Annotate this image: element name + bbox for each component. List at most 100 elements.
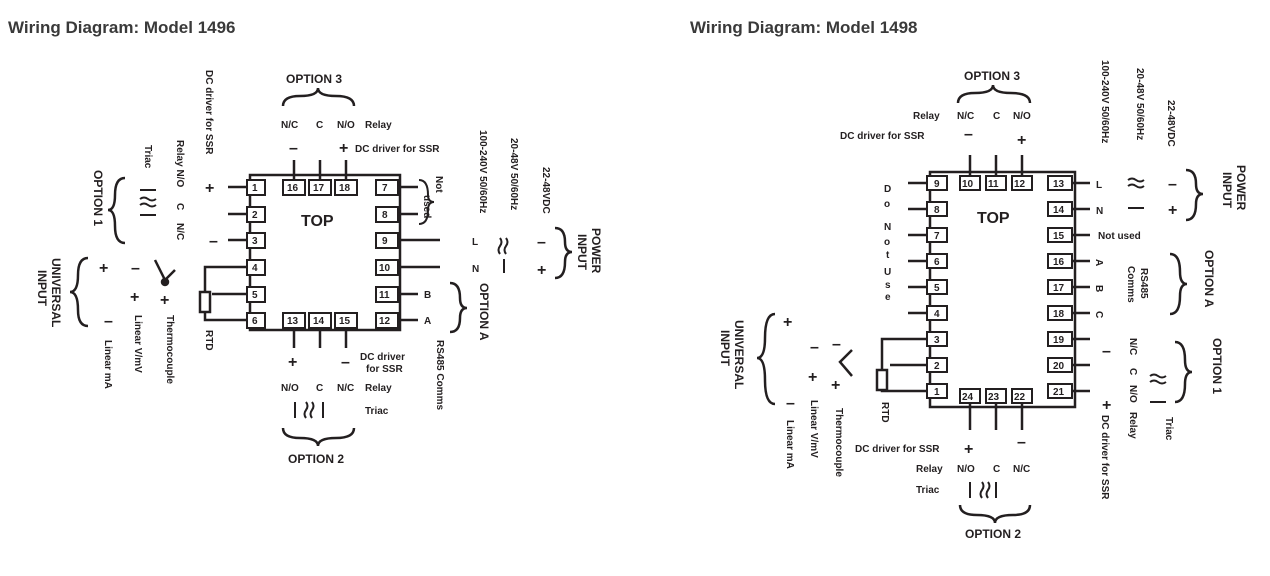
- plus-symbol: +: [831, 377, 840, 394]
- nc-label: N/C: [1013, 464, 1030, 475]
- pin-label: 16: [1053, 257, 1065, 268]
- thermocouple-symbol: [838, 349, 853, 377]
- triac-vertical: Triac: [142, 145, 153, 169]
- rs485-label-1: RS485: [1138, 268, 1149, 299]
- pin-label: 3: [252, 236, 258, 247]
- pin-label: 22: [1014, 392, 1026, 403]
- pin-label: 8: [934, 205, 940, 216]
- left-pins-1496: 1 2 3 4 5 6: [212, 179, 266, 329]
- pin-label: 14: [1053, 205, 1065, 216]
- pin-label: 18: [1053, 309, 1065, 320]
- a-label: A: [1093, 259, 1104, 266]
- linear-ma-label: Linear mA: [784, 420, 795, 469]
- right-pins-1496: 7 8 9 10 11 12: [375, 179, 440, 329]
- plus-symbol: +: [160, 292, 169, 309]
- minus-symbol: –: [964, 126, 973, 143]
- svg-text:D: D: [884, 184, 891, 195]
- minus-symbol: –: [810, 339, 819, 356]
- power-input-1: POWER: [1234, 165, 1248, 211]
- l-label: L: [1096, 180, 1102, 191]
- triac-label: Triac: [916, 485, 940, 496]
- pin-label: 12: [379, 316, 391, 327]
- brace: [958, 504, 1032, 524]
- brace: [1185, 168, 1204, 222]
- power-20-label: 20-48V 50/60Hz: [508, 138, 519, 210]
- minus-symbol: –: [131, 260, 140, 277]
- nc-label: N/C: [337, 383, 354, 394]
- terminal-block-1496: [248, 173, 402, 332]
- brace: [756, 312, 776, 406]
- pin-label: 11: [988, 179, 999, 190]
- minus-symbol: –: [1017, 434, 1026, 451]
- pin-label: 15: [339, 316, 351, 327]
- dc-driver-ssr-vertical: DC driver for SSR: [203, 70, 214, 155]
- l-label: L: [472, 237, 478, 248]
- power-input-2: INPUT: [1220, 172, 1234, 209]
- top-label: TOP: [301, 213, 334, 230]
- top-label: TOP: [977, 210, 1010, 227]
- ac-symbol: [1127, 177, 1145, 209]
- plus-symbol: +: [1017, 132, 1026, 149]
- diagram-title-1496: Wiring Diagram: Model 1496: [8, 18, 236, 37]
- pin-label: 14: [313, 316, 325, 327]
- svg-text:N: N: [884, 222, 891, 233]
- svg-text:o: o: [884, 199, 890, 210]
- plus-symbol: +: [99, 260, 108, 277]
- pin-label: 3: [934, 335, 940, 346]
- minus-symbol: –: [209, 233, 218, 250]
- option2-label: OPTION 2: [288, 452, 344, 466]
- relay-label: Relay: [365, 120, 392, 131]
- dc-driver-ssr-label: DC driver for SSR: [855, 444, 940, 455]
- no-label: N/O: [957, 464, 975, 475]
- n-label: N: [472, 264, 479, 275]
- plus-symbol: +: [537, 262, 546, 279]
- no-relay-vertical: N/O: [1127, 385, 1138, 403]
- plus-symbol: +: [339, 140, 348, 157]
- minus-symbol: –: [1102, 343, 1111, 360]
- pin-label: 1: [252, 183, 258, 194]
- svg-text:o: o: [884, 237, 890, 248]
- pin-label: 4: [934, 309, 940, 320]
- rs485-label: RS485 Comms: [434, 340, 445, 410]
- relay-nc-label: N/C: [281, 120, 298, 131]
- relay-label: Relay: [913, 111, 940, 122]
- c-label: C: [993, 464, 1000, 475]
- do-not-use-label: D o N o t U s e: [884, 184, 891, 303]
- right-pins-1498: 13 14 15 16 17 18 19 20 21: [1047, 175, 1090, 399]
- power-20-label: 20-48V 50/60Hz: [1134, 68, 1145, 140]
- rtd-label: RTD: [879, 402, 890, 423]
- linear-vmv-label: Linear V/mV: [808, 400, 819, 458]
- pin-label: 12: [1014, 179, 1026, 190]
- thermocouple-label: Thermocouple: [833, 408, 844, 477]
- minus-symbol: –: [537, 234, 546, 251]
- relay-label: Relay: [365, 383, 392, 394]
- triac-symbol: [969, 481, 997, 499]
- diagram-1498: TOP 9 8 7 6 5 4 3 2 1: [718, 60, 1248, 541]
- pin-label: 1: [934, 387, 940, 398]
- dc-driver-label: DC driver: [360, 352, 405, 363]
- diagram-1496: TOP 1 2 3 4 5 6: [35, 70, 603, 466]
- top-pins-1498: 10 11 12: [959, 155, 1033, 191]
- dc-driver-ssr-label: DC driver for SSR: [355, 144, 440, 155]
- option2-label: OPTION 2: [965, 527, 1021, 541]
- n-label: N: [1096, 206, 1103, 217]
- plus-symbol: +: [205, 180, 214, 197]
- c-label: C: [1093, 311, 1104, 318]
- pin-label: 6: [252, 316, 258, 327]
- plus-symbol: +: [1168, 202, 1177, 219]
- not-used-1: Not: [433, 176, 444, 193]
- minus-symbol: –: [832, 336, 841, 353]
- pin-label: 21: [1053, 387, 1065, 398]
- left-pins-1498: 9 8 7 6 5 4 3 2 1: [890, 175, 948, 399]
- svg-text:U: U: [884, 267, 891, 278]
- pin-label: 17: [1053, 283, 1065, 294]
- pin-label: 7: [382, 183, 388, 194]
- no-label: N/O: [1013, 111, 1031, 122]
- dc-driver-ssr-vertical: DC driver for SSR: [1099, 415, 1110, 500]
- not-used-2: used: [421, 195, 432, 218]
- option3-label: OPTION 3: [286, 72, 342, 86]
- pin-label: 20: [1053, 361, 1065, 372]
- b-label: B: [424, 290, 431, 301]
- pin-label: 19: [1053, 335, 1065, 346]
